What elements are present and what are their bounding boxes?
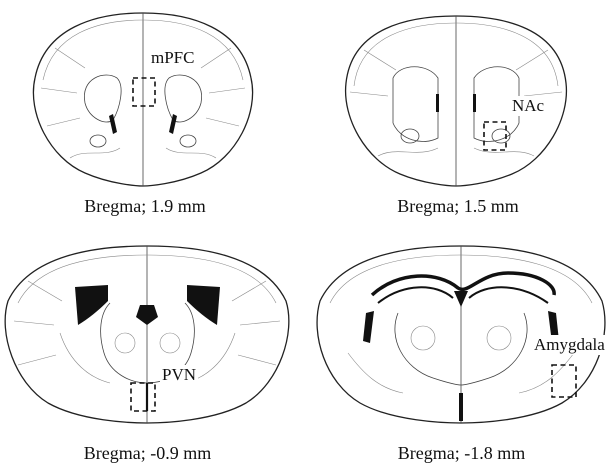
coronal-section-bregma-1-9	[25, 8, 265, 188]
region-label-amygdala: Amygdala	[532, 335, 607, 355]
coronal-section-bregma-neg-1-8	[308, 243, 615, 423]
panel-bregma-neg-0-9: PVN Bregma; -0.9 mm	[0, 243, 295, 470]
coronal-section-bregma-neg-0-9	[0, 243, 295, 423]
caption-bregma-neg-0-9: Bregma; -0.9 mm	[0, 443, 295, 464]
region-label-pvn: PVN	[160, 365, 198, 385]
caption-bregma-1-9: Bregma; 1.9 mm	[25, 196, 265, 217]
region-label-mpfc: mPFC	[149, 48, 196, 68]
region-label-nac: NAc	[510, 96, 546, 116]
panel-bregma-neg-1-8: Amygdala Bregma; -1.8 mm	[308, 243, 615, 470]
panel-bregma-1-9: mPFC Bregma; 1.9 mm	[25, 8, 265, 233]
caption-bregma-neg-1-8: Bregma; -1.8 mm	[308, 443, 615, 464]
panel-bregma-1-5: NAc Bregma; 1.5 mm	[338, 8, 578, 233]
caption-bregma-1-5: Bregma; 1.5 mm	[338, 196, 578, 217]
